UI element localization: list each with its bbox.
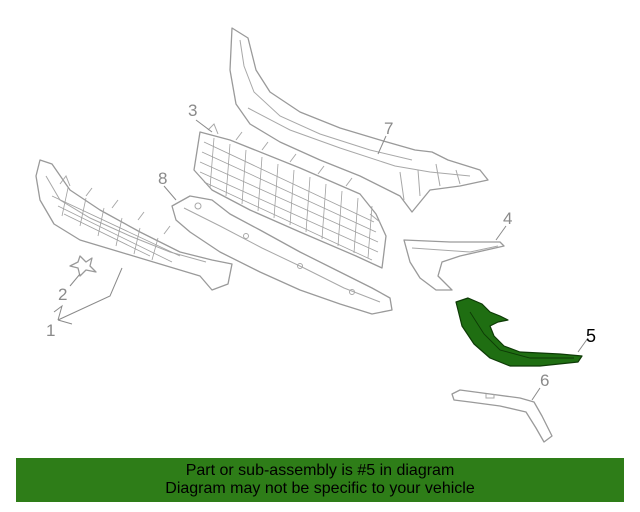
callout-7: 7 bbox=[384, 119, 393, 138]
callout-labels: 1 2 3 4 5 6 7 8 bbox=[46, 101, 596, 390]
part-3-grille[interactable] bbox=[193, 123, 387, 269]
info-banner: Part or sub-assembly is #5 in diagram Di… bbox=[16, 458, 624, 502]
callout-1: 1 bbox=[46, 321, 55, 340]
part-1-lower-grille[interactable] bbox=[35, 159, 233, 291]
leader-lines bbox=[53, 119, 589, 401]
part-4-side-trim[interactable] bbox=[403, 239, 505, 291]
part-2-emblem[interactable] bbox=[69, 255, 97, 277]
part-7-reinforcement[interactable] bbox=[229, 27, 489, 213]
part-8-lower-trim[interactable] bbox=[171, 195, 393, 315]
callout-4: 4 bbox=[503, 209, 512, 228]
callout-2: 2 bbox=[58, 285, 67, 304]
callout-3: 3 bbox=[188, 101, 197, 120]
callout-6: 6 bbox=[540, 371, 549, 390]
banner-line-2: Diagram may not be specific to your vehi… bbox=[165, 480, 475, 497]
part-5-trim-highlighted[interactable] bbox=[455, 297, 583, 367]
banner-line-1: Part or sub-assembly is #5 in diagram bbox=[185, 462, 455, 479]
callout-5: 5 bbox=[586, 326, 596, 346]
callout-8: 8 bbox=[158, 169, 167, 188]
part-6-small-trim[interactable] bbox=[451, 389, 553, 443]
